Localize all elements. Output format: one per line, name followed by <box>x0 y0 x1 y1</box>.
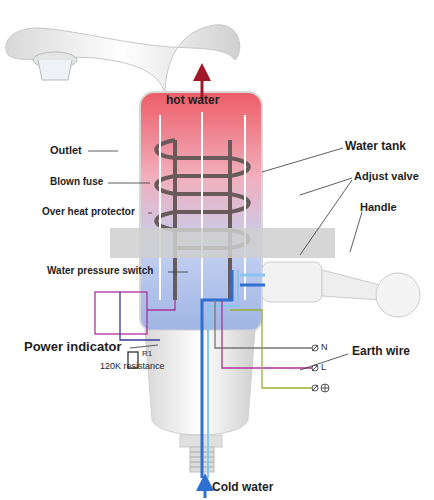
part-label: Outlet <box>50 144 82 156</box>
part-label: Cold water <box>212 481 273 494</box>
cold-water-pipe <box>202 270 232 478</box>
part-label: Water pressure switch <box>47 265 153 276</box>
part-label: hot water <box>166 94 219 107</box>
part-label: L <box>321 363 326 373</box>
leader-lines <box>88 148 362 348</box>
part-label: Handle <box>360 201 397 213</box>
water-tank <box>140 92 262 332</box>
part-label: Water tank <box>345 140 406 153</box>
part-label: Over heat protector <box>42 206 135 217</box>
part-label: Earth wire <box>352 345 410 358</box>
part-label: Blown fuse <box>50 176 103 187</box>
part-label: Adjust valve <box>354 170 419 182</box>
faucet-spout <box>6 25 240 95</box>
part-label: 120K resistance <box>100 362 165 372</box>
adjust-valve <box>240 262 322 302</box>
handle <box>322 270 420 317</box>
terminal-symbols <box>312 345 329 392</box>
part-label: R1 <box>142 350 152 359</box>
heater-base <box>145 330 255 435</box>
wiring <box>95 292 312 388</box>
part-label: Power indicator <box>24 340 122 354</box>
part-label: N <box>321 343 328 353</box>
